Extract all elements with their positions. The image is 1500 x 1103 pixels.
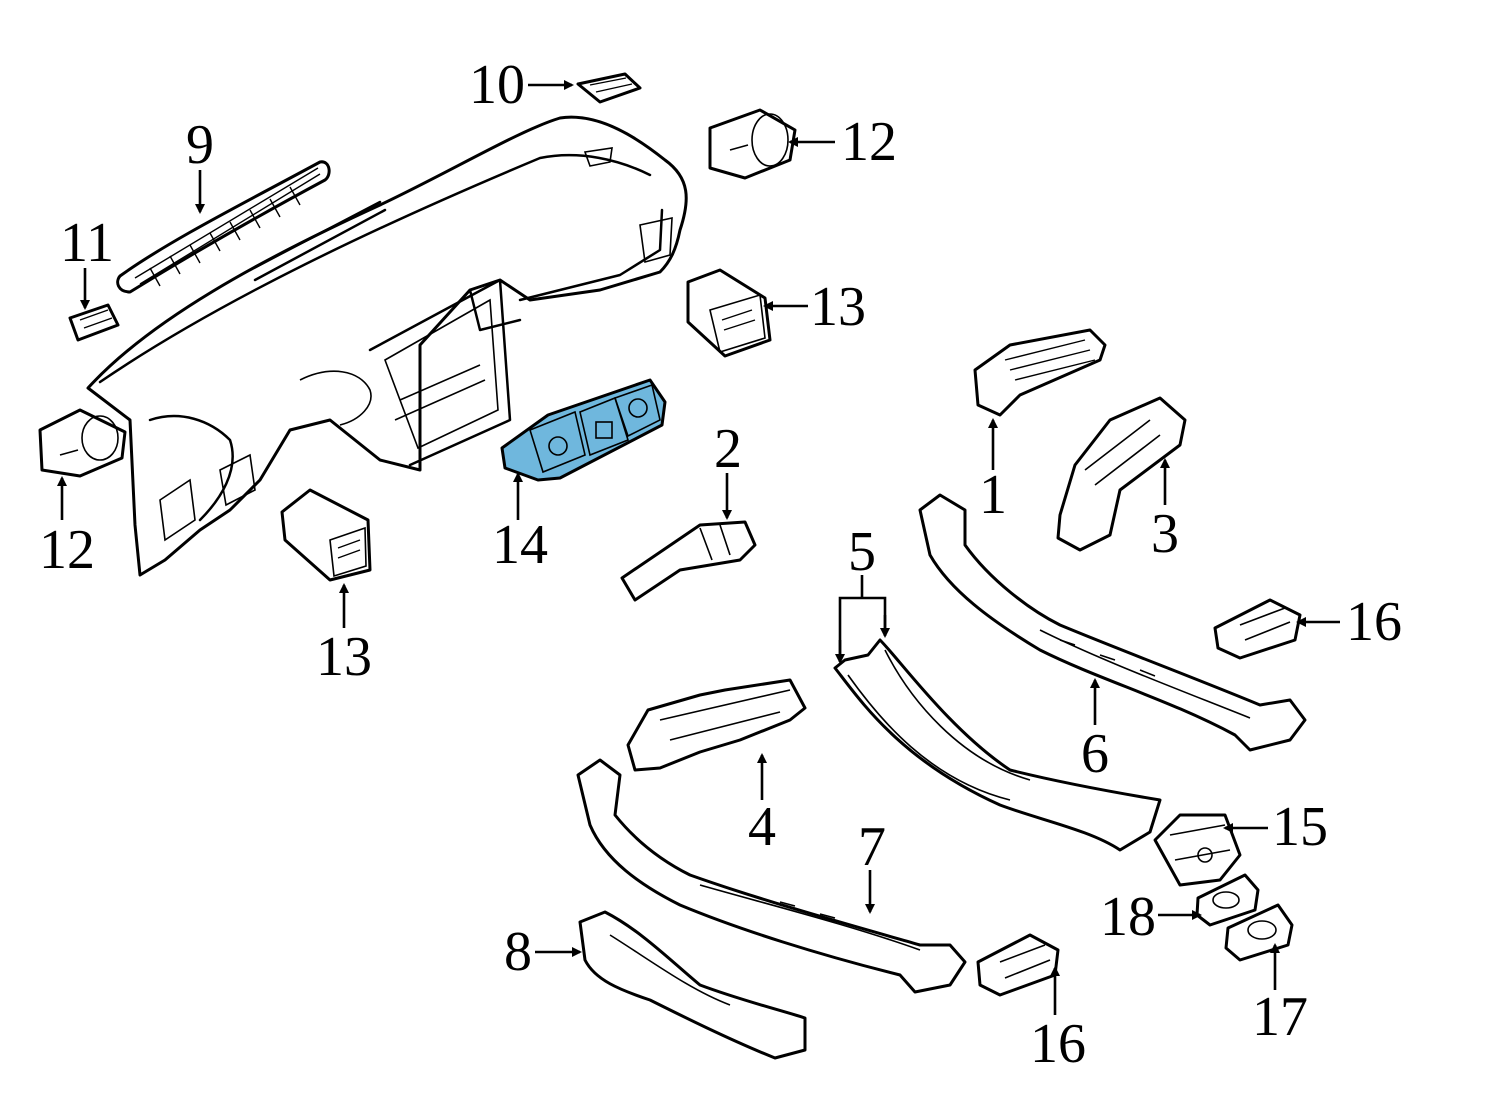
callout-2: 2 — [714, 418, 742, 480]
callout-17: 17 — [1252, 986, 1308, 1048]
callout-16a: 16 — [1346, 591, 1402, 653]
part-12-outlet-right — [708, 108, 797, 180]
callout-13b: 13 — [316, 626, 372, 688]
callout-6: 6 — [1081, 723, 1109, 785]
part-4-duct — [626, 678, 807, 772]
callout-14: 14 — [492, 514, 548, 576]
part-1-duct — [973, 328, 1107, 417]
callout-8: 8 — [504, 921, 532, 983]
instrument-panel — [86, 115, 688, 577]
part-5-duct-pair — [833, 638, 1162, 852]
leader-arrows — [57, 80, 1340, 1015]
callout-12a: 12 — [841, 111, 897, 173]
part-15-rear-vent — [1153, 813, 1242, 887]
part-13-outlet-lower — [280, 488, 372, 582]
part-16-plate-right — [1213, 598, 1302, 660]
part-6-duct — [918, 493, 1307, 752]
callout-10: 10 — [469, 54, 525, 116]
part-11-vent — [68, 303, 120, 342]
callout-7: 7 — [858, 816, 886, 878]
part-2-duct — [620, 520, 757, 602]
callout-13a: 13 — [810, 276, 866, 338]
callout-11: 11 — [60, 212, 114, 274]
callout-labels: 1 2 3 4 5 6 7 8 9 10 11 12 12 13 13 14 1… — [39, 54, 1402, 1075]
callout-15: 15 — [1272, 796, 1328, 858]
callout-4: 4 — [748, 796, 776, 858]
part-12-outlet-left — [38, 408, 127, 478]
part-13-outlet-upper — [686, 268, 772, 358]
callout-18: 18 — [1100, 886, 1156, 948]
part-10-vent — [576, 72, 642, 104]
part-3-duct — [1056, 396, 1187, 552]
callout-9: 9 — [186, 114, 214, 176]
part-14-control-panel — [500, 378, 667, 482]
callout-5: 5 — [848, 521, 876, 583]
callout-12b: 12 — [39, 519, 95, 581]
callout-1: 1 — [979, 464, 1007, 526]
part-9-defroster-grille — [116, 160, 331, 294]
part-8-duct — [578, 910, 807, 1060]
callout-16b: 16 — [1030, 1013, 1086, 1075]
part-16-plate-lower — [976, 933, 1060, 997]
part-7-duct — [576, 758, 967, 994]
callout-3: 3 — [1151, 503, 1179, 565]
